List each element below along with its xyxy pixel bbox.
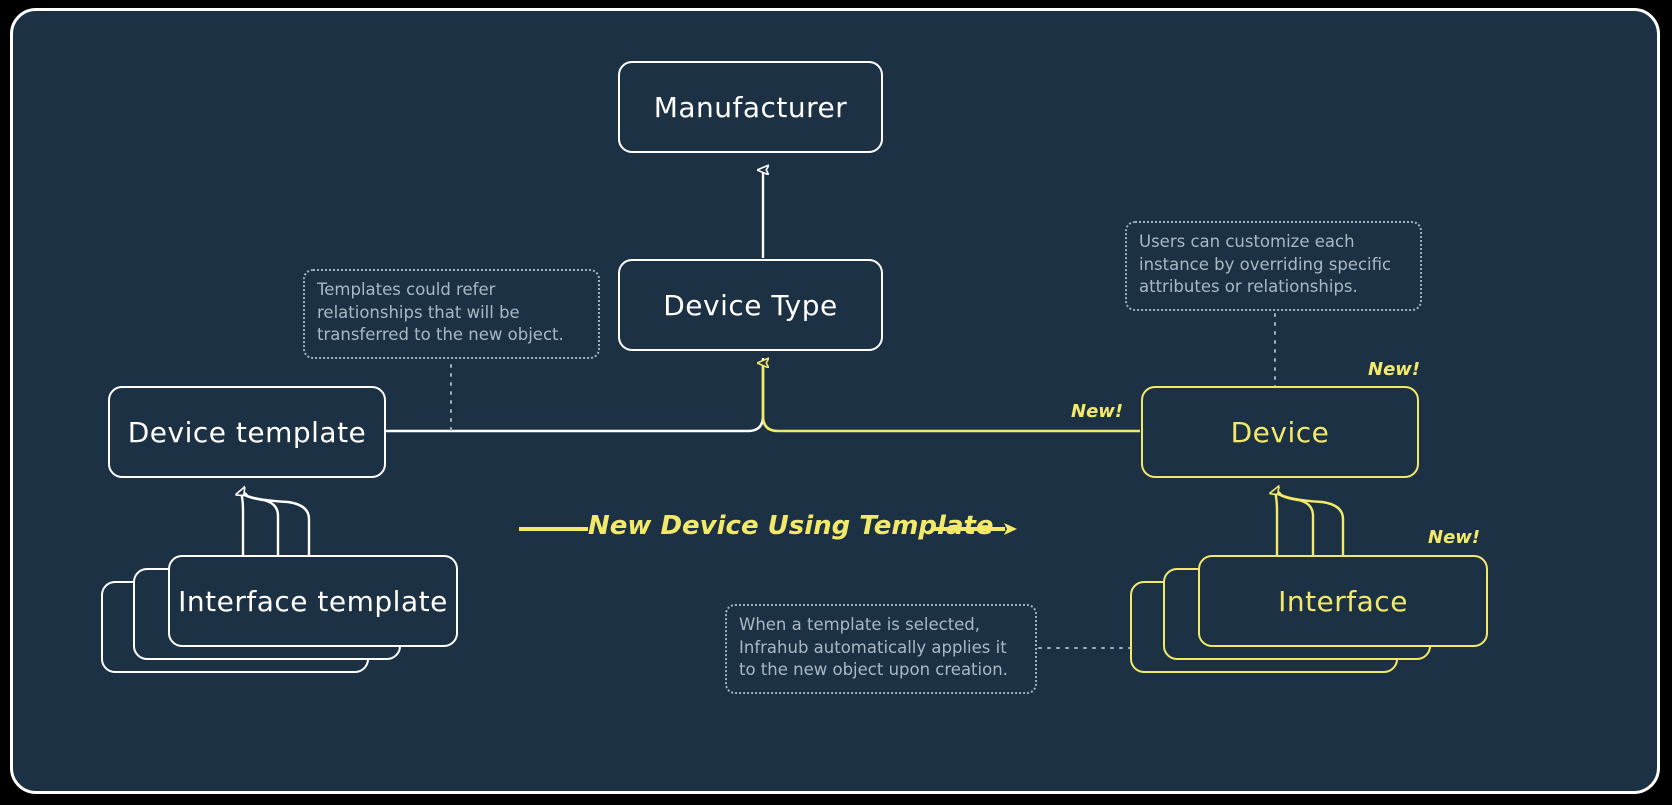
badge-new-interface-top: New!: [1428, 527, 1481, 548]
node-device-template-label: Device template: [127, 415, 367, 449]
node-interface-template[interactable]: Interface template: [168, 555, 458, 647]
note-auto-apply: When a template is selected, Infrahub au…: [725, 604, 1037, 694]
node-interface-template-label: Interface template: [178, 584, 448, 618]
node-manufacturer[interactable]: Manufacturer: [618, 61, 883, 153]
note-templates-refer-text: Templates could refer relationships that…: [317, 280, 564, 344]
badge-new-device-left: New!: [1071, 401, 1124, 422]
node-interface-label: Interface: [1278, 584, 1408, 618]
note-users-customize-text: Users can customize each instance by ove…: [1139, 232, 1392, 296]
node-device[interactable]: Device: [1141, 386, 1419, 478]
node-device-type-label: Device Type: [663, 288, 838, 322]
badge-new-device-top: New!: [1368, 359, 1421, 380]
note-users-customize: Users can customize each instance by ove…: [1125, 221, 1422, 311]
node-device-type[interactable]: Device Type: [618, 259, 883, 351]
edge-device-devicetype: [763, 363, 1140, 433]
edge-interfacetemplate-devicetemplate: [241, 493, 311, 556]
note-auto-apply-text: When a template is selected, Infrahub au…: [739, 615, 1008, 679]
edge-interface-device: [1275, 492, 1345, 556]
diagram-frame: Manufacturer Device Type Device template…: [10, 8, 1660, 794]
node-device-template[interactable]: Device template: [108, 386, 386, 478]
flow-label: New Device Using Template: [588, 511, 994, 541]
note-templates-refer: Templates could refer relationships that…: [303, 269, 600, 359]
node-manufacturer-label: Manufacturer: [653, 90, 848, 124]
edge-devicetemplate-devicetype: [386, 358, 765, 433]
node-interface[interactable]: Interface: [1198, 555, 1488, 647]
diagram-connectors: [13, 11, 1345, 649]
node-device-label: Device: [1230, 415, 1330, 449]
